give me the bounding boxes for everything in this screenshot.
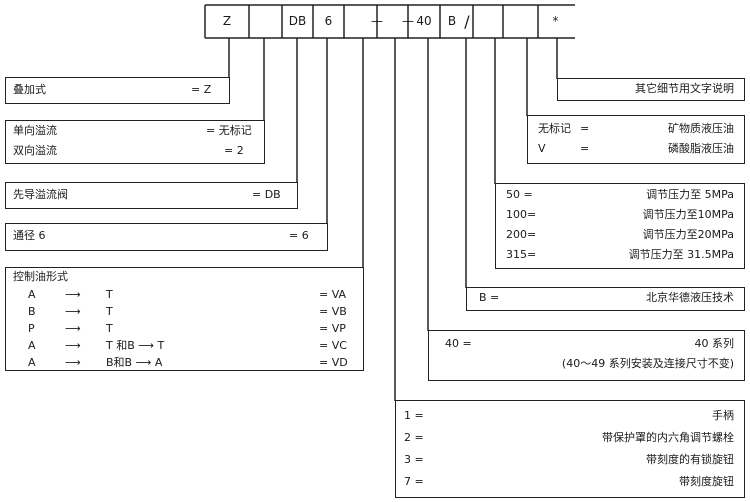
desc: 带刻度的有锁旋钮 [646,453,734,466]
adjustment-box: 1 = 手柄 2 = 带保护罩的内六角调节螺栓 3 = 带刻度的有锁旋钮 7 = 带刻度… [395,400,745,498]
pilot-box: 先导溢流阀 = DB [5,182,298,209]
label: 单向溢流 [13,124,57,137]
code-cell-size: 6 [324,14,333,28]
label: 双向溢流 [13,144,57,157]
code: = 2 [224,144,244,157]
code: = VA [319,288,347,301]
code: 200= [506,228,537,241]
desc: 40 系列 [694,337,735,350]
from: A [28,356,36,369]
from: A [28,339,36,352]
other-details-box: 其它细节用文字说明 [557,78,745,101]
label: 叠加式 [13,83,46,96]
code-cell-valve: DB [288,14,307,28]
to: T [106,305,113,318]
to: T [106,288,113,301]
code-cell-type: Z [222,14,232,28]
code-cell-relief [249,5,282,38]
label: 先导溢流阀 [13,188,68,201]
control-oil-box: 控制油形式 A ⟶ T = VA B ⟶ T = VB P ⟶ T = VP A ⟶ T 和B ⟶ T… [5,267,364,371]
code: 3 = [404,453,424,466]
arrow: ⟶ [65,339,81,352]
desc: 手柄 [712,409,734,422]
code: V [538,142,546,155]
code: = 6 [289,229,309,242]
size-box: 通径 6 = 6 [5,223,328,251]
code-cell-other: * [552,14,559,28]
code: 1 = [404,409,424,422]
code-dash: — [371,14,383,28]
to: T [106,322,113,335]
desc: 带保护罩的内六角调节螺栓 [602,431,734,444]
code-dash: — [402,14,414,28]
to: T 和B ⟶ T [106,339,165,352]
control-row: P ⟶ T = VP [6,320,363,337]
eq: = [580,142,590,155]
note: (40～49 系列安装及连接尺寸不变) [561,357,734,370]
from: B [28,305,36,318]
arrow: ⟶ [65,322,81,335]
code: 315= [506,248,537,261]
desc: 矿物质液压油 [668,122,734,135]
brand-box: B = 北京华德液压技术 [466,287,745,311]
code: = VC [319,339,347,352]
desc: 调节压力至 31.5MPa [628,248,734,261]
code: 40 = [445,337,472,350]
code: B = [479,291,500,304]
series-box: 40 = 40 系列 (40～49 系列安装及连接尺寸不变) [428,330,745,381]
stacked-box: 叠加式 = Z [5,77,230,104]
code: = VD [319,356,348,369]
code: = Z [191,83,212,96]
code: = 无标记 [206,124,252,137]
desc: 磷酸脂液压油 [668,142,734,155]
code: 100= [506,208,537,221]
control-row: A ⟶ T 和B ⟶ T = VC [6,337,363,354]
control-row: A ⟶ T = VA [6,286,363,303]
label: 通径 6 [13,229,46,242]
desc: 调节压力至20MPa [642,228,734,241]
control-row: B ⟶ T = VB [6,303,363,320]
code: 7 = [404,475,424,488]
fluid-box: 无标记 = 矿物质液压油 V = 磷酸脂液压油 [527,115,745,164]
from: A [28,288,36,301]
desc: 调节压力至10MPa [642,208,734,221]
title: 控制油形式 [13,270,68,283]
code-slash: / [464,12,470,31]
desc: 调节压力至 5MPa [646,188,734,201]
code: 2 = [404,431,424,444]
code-cell-series: 40 [416,14,432,28]
desc: 北京华德液压技术 [646,291,734,304]
arrow: ⟶ [65,288,81,301]
text: 其它细节用文字说明 [635,82,734,95]
pressure-box: 50 = 调节压力至 5MPa 100= 调节压力至10MPa 200= 调节压力至2… [495,183,745,269]
desc: 带刻度旋钮 [679,475,734,488]
relief-box: 单向溢流 = 无标记 双向溢流 = 2 [5,120,265,164]
code-cell-brand: B [447,14,457,28]
control-row: A ⟶ B和B ⟶ A = VD [6,354,363,371]
arrow: ⟶ [65,356,81,369]
from: P [28,322,35,335]
code: 50 = [506,188,533,201]
code: 无标记 [538,122,571,135]
code: = VP [319,322,346,335]
to: B和B ⟶ A [106,356,163,369]
code: = DB [252,188,281,201]
arrow: ⟶ [65,305,81,318]
code: = VB [319,305,347,318]
eq: = [580,122,590,135]
